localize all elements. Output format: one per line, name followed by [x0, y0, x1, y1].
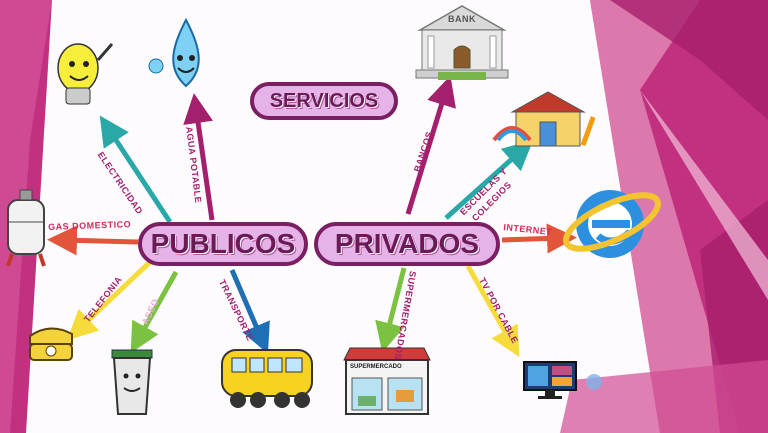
school-icon: [492, 91, 596, 147]
arrow-agua: [183, 93, 215, 221]
gas-cylinder-icon: [6, 189, 46, 267]
bank-sign: BANK: [448, 14, 476, 24]
arrow-supermercados: [375, 267, 407, 353]
servicios-title: SERVICIOS: [250, 82, 398, 120]
arrow-telefonia: [67, 260, 152, 341]
arrow-internet: [501, 223, 577, 254]
arrow-electricidad: [99, 115, 173, 224]
tv-monitor-icon: [523, 361, 602, 399]
school-bus-icon: [221, 349, 313, 408]
arrow-transporte: [229, 269, 270, 354]
internet-explorer-icon: [563, 190, 661, 258]
arrow-tv: [465, 264, 520, 358]
arrow-aseo: [130, 270, 179, 354]
water-drop-icon: [148, 17, 200, 88]
trash-bin-icon: [111, 349, 153, 415]
supermarket-sign: SUPERMERCADO: [350, 364, 402, 370]
telephone-icon: [29, 327, 73, 361]
privados-node: PRIVADOS: [314, 222, 500, 266]
lightbulb-icon: [57, 43, 114, 105]
bank-icon: [415, 5, 509, 80]
arrow-escuelas: [444, 139, 534, 220]
arrow-gas: [47, 225, 139, 256]
arrow-bancos: [405, 75, 456, 215]
publicos-node: PUBLICOS: [138, 222, 308, 266]
supermarket-icon: [343, 347, 431, 415]
